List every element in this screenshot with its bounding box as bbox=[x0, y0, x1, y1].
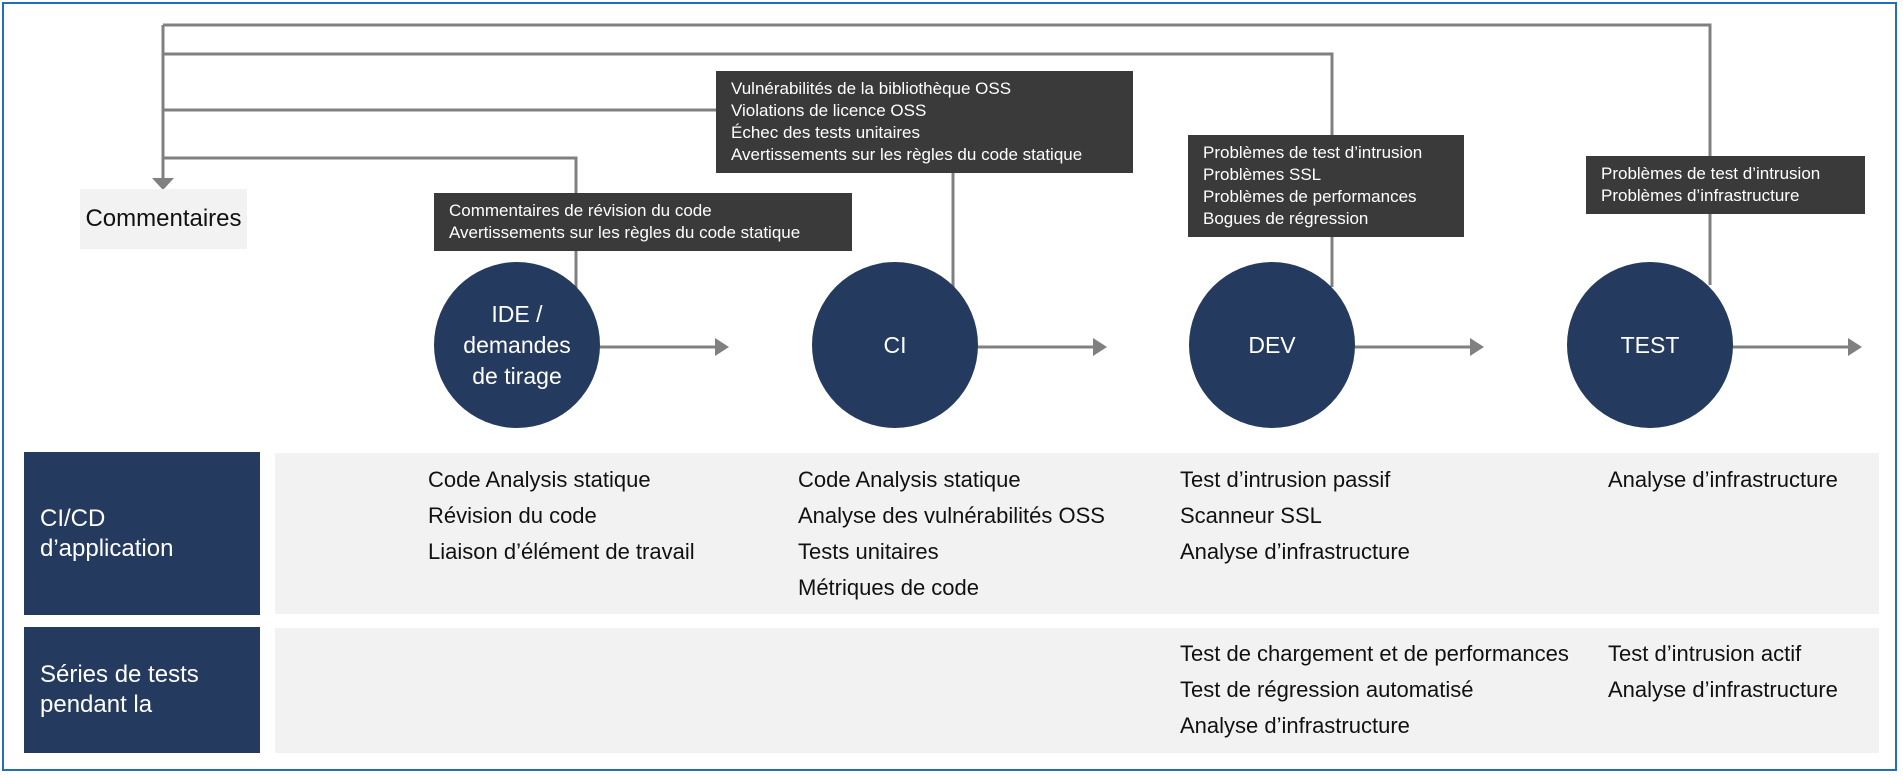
callout-line: Problèmes de performances bbox=[1203, 187, 1417, 206]
callout-line: Avertissements sur les règles du code st… bbox=[731, 145, 1083, 164]
cell-item: Analyse des vulnérabilités OSS bbox=[798, 503, 1105, 528]
flow-arrowhead-dev bbox=[1470, 338, 1484, 356]
flow-arrowhead-ide bbox=[715, 338, 729, 356]
callout-line: Vulnérabilités de la bibliothèque OSS bbox=[731, 79, 1012, 98]
callout-line: Problèmes de test d’intrusion bbox=[1601, 164, 1821, 183]
callout-line: Échec des tests unitaires bbox=[731, 123, 920, 142]
cell-item: Code Analysis statique bbox=[428, 467, 651, 492]
stage-label-line: DEV bbox=[1248, 331, 1296, 358]
row-label-line: Séries de tests bbox=[40, 661, 199, 688]
row-cicd-test-cell: Analyse d’infrastructure bbox=[1608, 462, 1838, 498]
feedback-label: Commentaires bbox=[80, 189, 247, 249]
cell-item: Test d’intrusion passif bbox=[1180, 467, 1391, 492]
stage-ide: IDE / demandes de tirage bbox=[434, 262, 600, 428]
stage-label-line: TEST bbox=[1620, 331, 1680, 358]
stage-label-line: IDE / bbox=[491, 300, 543, 327]
row-label-line: CI/CD bbox=[40, 504, 106, 532]
row-label-test-series: Séries de tests pendant la bbox=[24, 627, 260, 753]
callout-line: Problèmes d’infrastructure bbox=[1601, 186, 1800, 205]
cell-item: Analyse d’infrastructure bbox=[1608, 467, 1838, 492]
stage-label-line: de tirage bbox=[472, 362, 562, 389]
callout-line: Problèmes de test d’intrusion bbox=[1203, 143, 1423, 162]
stage-label: IDE / demandes de tirage bbox=[463, 299, 570, 392]
cell-item: Test d’intrusion actif bbox=[1608, 641, 1802, 666]
row-label-line: d’application bbox=[40, 534, 174, 562]
callout-line: Avertissements sur les règles du code st… bbox=[449, 223, 801, 242]
cell-item: Analyse d’infrastructure bbox=[1608, 677, 1838, 702]
row-band-test-series bbox=[275, 628, 1879, 753]
stage-ci: CI bbox=[812, 262, 978, 428]
stage-label-line: demandes bbox=[463, 331, 571, 358]
callout-line: Problèmes SSL bbox=[1203, 165, 1322, 184]
callout-line: Bogues de régression bbox=[1203, 209, 1369, 228]
cell-item: Liaison d’élément de travail bbox=[428, 539, 695, 564]
callout-ci: Vulnérabilités de la bibliothèque OSS Vio… bbox=[716, 71, 1133, 173]
flow-arrowhead-ci bbox=[1093, 338, 1107, 356]
stage-dev: DEV bbox=[1189, 262, 1355, 428]
stage-label: TEST bbox=[1621, 330, 1680, 361]
callout-line: Commentaires de révision du code bbox=[449, 201, 712, 220]
stage-test: TEST bbox=[1567, 262, 1733, 428]
cell-item: Test de régression automatisé bbox=[1180, 677, 1474, 702]
stage-label: DEV bbox=[1248, 330, 1295, 361]
cell-item: Métriques de code bbox=[798, 575, 979, 600]
flow-arrowhead-test bbox=[1848, 338, 1862, 356]
feedback-arrowhead bbox=[152, 178, 174, 190]
row-label-line: pendant la bbox=[40, 691, 153, 718]
cell-item: Analyse d’infrastructure bbox=[1180, 713, 1410, 738]
callout-line: Violations de licence OSS bbox=[731, 101, 927, 120]
cell-item: Test de chargement et de performances bbox=[1180, 641, 1569, 666]
stage-label-line: CI bbox=[883, 331, 907, 358]
stage-label: CI bbox=[884, 330, 907, 361]
cell-item: Scanneur SSL bbox=[1180, 503, 1322, 528]
row-band-cicd bbox=[275, 453, 1879, 614]
cell-item: Code Analysis statique bbox=[798, 467, 1021, 492]
cell-item: Tests unitaires bbox=[798, 539, 939, 564]
cell-item: Révision du code bbox=[428, 503, 597, 528]
cell-item: Analyse d’infrastructure bbox=[1180, 539, 1410, 564]
